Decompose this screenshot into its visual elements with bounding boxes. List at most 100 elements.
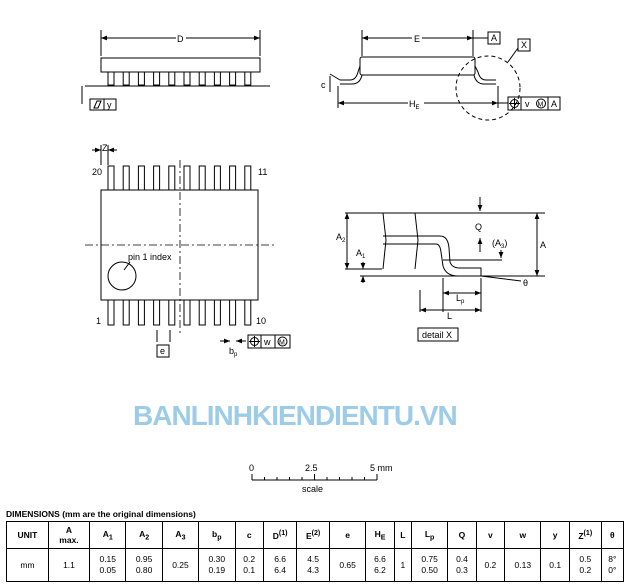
detail-a3-label: (A3) — [492, 238, 507, 250]
column-header: v — [475, 521, 506, 549]
pin-1-label: 1 — [96, 316, 101, 326]
plan-view: Z 20 11 1 10 pin 1 index e bp w M — [85, 143, 291, 358]
lead-bottom — [168, 299, 176, 326]
detail-a2-label: A2 — [336, 232, 346, 244]
scale-label: scale — [302, 484, 323, 494]
pin-1-index-label: pin 1 index — [128, 252, 172, 262]
lead-side — [168, 71, 176, 86]
column-header: Q — [447, 521, 477, 549]
tol-a: A — [551, 99, 557, 109]
lead-top — [168, 165, 176, 191]
table-cell: 0.1 — [540, 548, 570, 582]
side-view: D y — [81, 30, 270, 111]
tol-v: v — [525, 99, 530, 109]
pin-11-label: 11 — [258, 167, 267, 177]
parallelism-icon — [93, 100, 102, 109]
lead-top — [183, 165, 191, 191]
detail-q-label: Q — [475, 222, 482, 232]
dim-bp-label: bp — [229, 346, 238, 358]
lead-top — [244, 165, 252, 191]
lead-bottom — [198, 299, 206, 326]
pin-1-index-mark — [107, 261, 137, 291]
lead-side — [107, 71, 115, 86]
lead-top — [137, 165, 145, 191]
lead-top — [122, 165, 130, 191]
pin-10-label: 10 — [256, 316, 266, 326]
tol-m2: M — [279, 340, 285, 347]
package-outline-drawing: D y E A c X HE v M — [81, 30, 561, 494]
table-cell: 1 — [393, 548, 412, 582]
lead-bottom — [244, 299, 252, 326]
scale-tick-0: 0 — [249, 463, 254, 473]
lead-side — [244, 71, 252, 86]
scale-tick-2-5: 2.5 — [305, 463, 318, 473]
lead-side — [229, 71, 237, 86]
end-view: E A c X HE v M A — [321, 30, 561, 121]
lead-bottom — [229, 299, 237, 326]
lead-top — [198, 165, 206, 191]
lead-side — [153, 71, 161, 86]
detail-a1-label: A1 — [356, 248, 366, 260]
lead-top — [153, 165, 161, 191]
detail-theta-label: θ — [523, 278, 528, 288]
column-header: L — [393, 521, 412, 549]
dim-he-label: HE — [409, 99, 420, 111]
lead-side — [183, 71, 191, 86]
datum-a-label: A — [491, 33, 497, 43]
position-tolerance-icon — [509, 98, 520, 109]
column-header: A1 — [89, 521, 127, 549]
lead-bottom — [153, 299, 161, 326]
lead-side — [198, 71, 206, 86]
dim-e-pitch-label: e — [160, 346, 165, 356]
detail-lp-label: Lp — [456, 293, 465, 305]
detail-x: Q (A3) A2 A1 A θ Lp L detail X — [336, 197, 546, 342]
column-header: Z(1) — [568, 521, 602, 549]
lead-top — [213, 165, 221, 191]
watermark: BANLINHKIENDIENTU.VN — [133, 400, 457, 431]
dim-z-label: Z — [102, 143, 108, 153]
column-header: θ — [600, 521, 625, 549]
tol-w: w — [263, 337, 271, 347]
position-tolerance-icon — [249, 336, 260, 347]
dim-e-label: E — [414, 34, 420, 44]
dim-d-label: D — [177, 34, 184, 44]
column-header: D(1) — [262, 521, 298, 549]
detail-x-caption: detail X — [422, 330, 452, 340]
dim-c-label: c — [321, 80, 326, 90]
detail-a-label: A — [540, 240, 546, 250]
pin-20-label: 20 — [92, 167, 102, 177]
datum-y-label: y — [107, 100, 112, 110]
table-cell: 0.2 — [475, 548, 506, 582]
table-cell: 0.65 — [328, 548, 367, 582]
detail-l-label: L — [447, 311, 452, 321]
column-header: w — [504, 521, 542, 549]
tol-m: M — [538, 102, 544, 109]
column-header: UNIT — [6, 521, 49, 549]
dimensions-title: DIMENSIONS (mm are the original dimensio… — [6, 509, 196, 519]
table-cell: 1.1 — [47, 548, 91, 582]
lead-top — [229, 165, 237, 191]
lead-bottom — [107, 299, 115, 326]
lead-bottom — [183, 299, 191, 326]
column-header: A3 — [161, 521, 200, 549]
table-cell: 0.25 — [161, 548, 200, 582]
lead-bottom — [137, 299, 145, 326]
column-header: e — [328, 521, 367, 549]
lead-top — [107, 165, 115, 191]
column-header: Lp — [410, 521, 449, 549]
lead-side — [137, 71, 145, 86]
table-cell: mm — [6, 548, 49, 582]
column-header: c — [234, 521, 264, 549]
